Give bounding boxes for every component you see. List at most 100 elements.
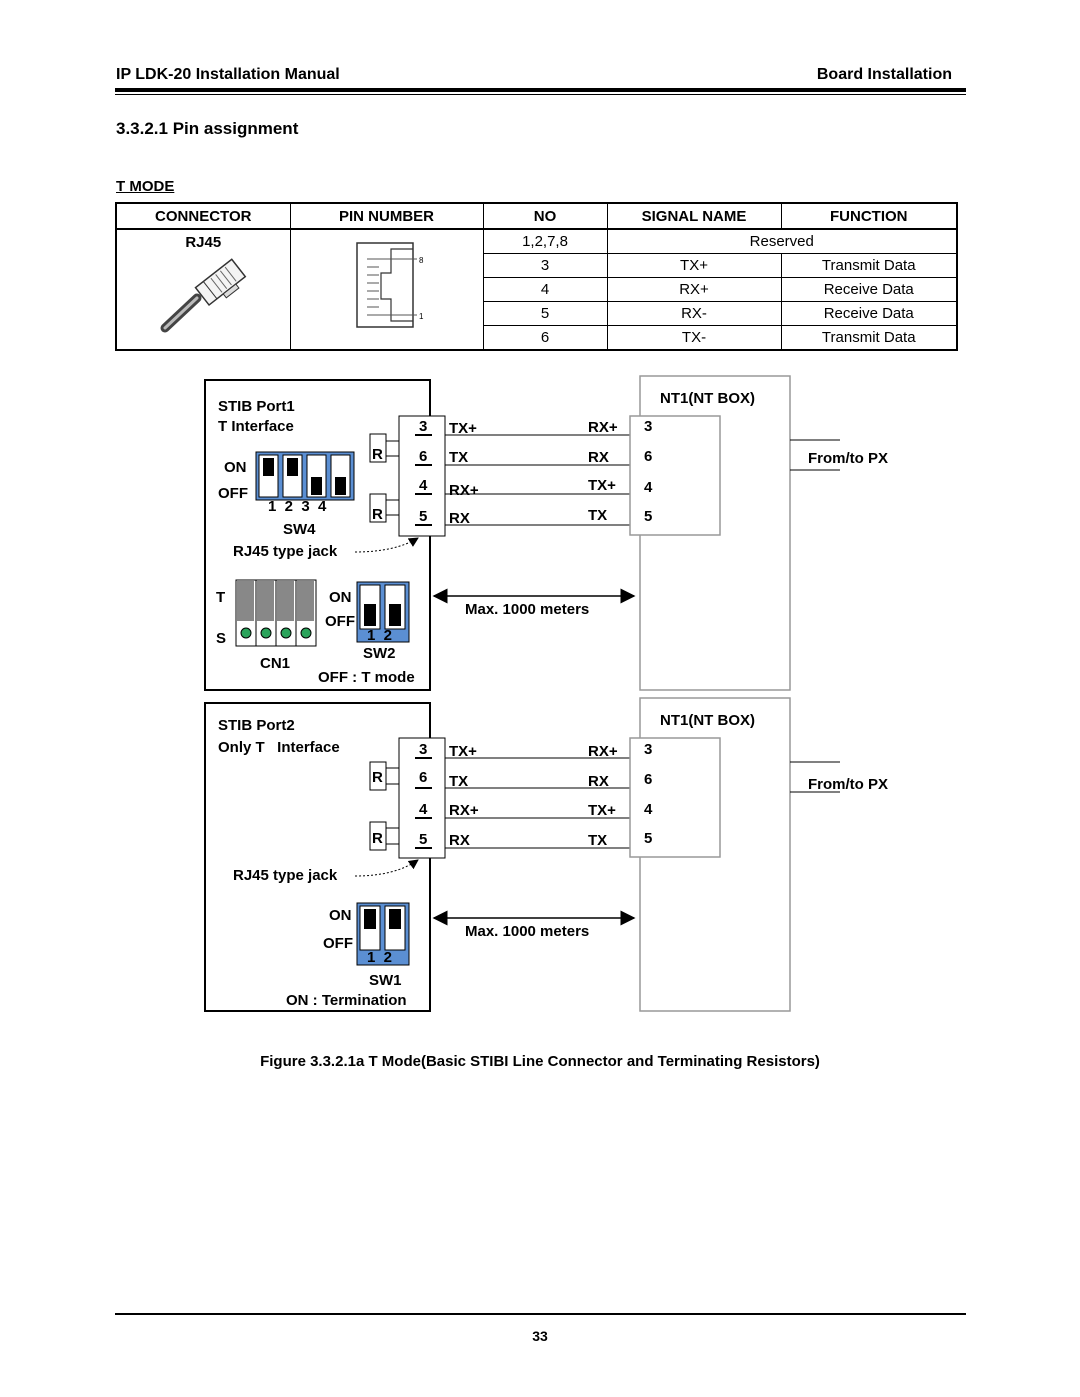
nt2-signal-rxp: RX+	[588, 743, 618, 760]
nt2-signal-txn: TX	[588, 832, 607, 849]
reserved-signal: Reserved	[606, 228, 958, 254]
port1-jack	[398, 415, 446, 537]
sw1-label: SW1	[369, 972, 402, 989]
pin-assignment-table: CONNECTOR PIN NUMBER NO SIGNAL NAME FUNC…	[115, 202, 958, 351]
table-row: 4 RX+ Receive Data	[116, 277, 958, 302]
header-section: Board Installation	[816, 66, 952, 83]
nt2-pin-6: 6	[644, 771, 652, 788]
nt1-pin-5: 5	[644, 508, 652, 525]
rj45-plug-icon	[160, 258, 247, 333]
nt-jack-1	[629, 415, 721, 536]
pin-number-cell: 8 1	[289, 228, 484, 351]
port1-pin-3: 3	[419, 418, 427, 435]
sw1-off-label: OFF	[323, 935, 353, 952]
row-no: 5	[482, 301, 608, 326]
port2-pin-5: 5	[419, 831, 427, 848]
port1-signal-txp: TX+	[449, 420, 477, 437]
col-connector: CONNECTOR	[115, 202, 291, 230]
nt1-signal-rxn: RX	[588, 449, 609, 466]
resistor-label: R	[372, 830, 383, 847]
pin-mark-8: 8	[419, 256, 424, 265]
nt1-pin-3: 3	[644, 418, 652, 435]
port2-subtitle: Only T Interface	[218, 739, 340, 756]
row-function: Transmit Data	[780, 325, 958, 351]
mode-label: T MODE	[116, 178, 175, 195]
port1-pin-4: 4	[419, 477, 428, 494]
from-px-1: From/to PX	[808, 450, 888, 467]
sw2-numbers: 1 2	[367, 627, 392, 644]
resistor-label: R	[372, 446, 383, 463]
table-row: 6 TX- Transmit Data	[116, 325, 958, 351]
header-rule-thin	[115, 94, 966, 95]
nt2-pin-4: 4	[644, 801, 653, 818]
row-signal: TX-	[606, 325, 782, 351]
port2-signal-rxn: RX	[449, 832, 470, 849]
col-pin-number: PIN NUMBER	[289, 202, 484, 230]
header-title: IP LDK-20 Installation Manual	[116, 66, 340, 83]
nt-box-1-label: NT1(NT BOX)	[660, 390, 755, 407]
pin-mark-1: 1	[419, 312, 424, 321]
sw4-off-label: OFF	[218, 485, 248, 502]
table-row: 5 RX- Receive Data	[116, 301, 958, 326]
resistor-label: R	[372, 506, 383, 523]
resistor-2	[369, 493, 387, 523]
nt2-signal-rxn: RX	[588, 773, 609, 790]
nt-box-2-label: NT1(NT BOX)	[660, 712, 755, 729]
section-title: 3.3.2.1 Pin assignment	[116, 119, 299, 138]
port2-pin-6: 6	[419, 769, 427, 786]
port1-title: STIB Port1	[218, 398, 295, 415]
sw1-on-label: ON	[329, 907, 352, 924]
row-signal: TX+	[606, 253, 782, 278]
cn1-t-label: T	[216, 589, 225, 606]
port1-signal-rxn: RX	[449, 510, 470, 527]
page-number: 33	[532, 1328, 548, 1344]
port1-pin-5: 5	[419, 508, 427, 525]
col-function: FUNCTION	[780, 202, 958, 230]
distance-2: Max. 1000 meters	[465, 923, 589, 940]
resistor-label: R	[372, 769, 383, 786]
sw4-on-label: ON	[224, 459, 247, 476]
sw4-label: SW4	[283, 521, 316, 538]
port2-pin-4: 4	[419, 801, 428, 818]
row-signal: RX+	[606, 277, 782, 302]
sw2-on-label: ON	[329, 589, 352, 606]
port1-mode-note: OFF : T mode	[318, 669, 415, 686]
header-rule	[115, 88, 966, 92]
row-no: 4	[482, 277, 608, 302]
row-no: 6	[482, 325, 608, 351]
nt2-signal-txp: TX+	[588, 802, 616, 819]
row-function: Receive Data	[780, 277, 958, 302]
port1-pin-6: 6	[419, 448, 427, 465]
nt2-pin-3: 3	[644, 741, 652, 758]
port1-subtitle: T Interface	[218, 418, 294, 435]
port1-rj45-label: RJ45 type jack	[233, 543, 338, 560]
table-header-row: CONNECTOR PIN NUMBER NO SIGNAL NAME FUNC…	[115, 202, 958, 230]
nt1-signal-txn: TX	[588, 507, 607, 524]
nt1-pin-6: 6	[644, 448, 652, 465]
resistor-4	[369, 821, 387, 851]
reserved-no: 1,2,7,8	[482, 228, 608, 254]
port2-signal-txn: TX	[449, 773, 468, 790]
rj45-jack-pinout-icon: 8 1	[355, 242, 424, 328]
resistor-3	[369, 761, 387, 791]
col-no: NO	[482, 202, 608, 230]
connector-name: RJ45	[185, 234, 222, 251]
port2-termination: ON : Termination	[286, 992, 407, 1009]
wiring-diagram: STIB Port1 T Interface ON OFF 1 2 3 4 SW…	[204, 375, 888, 1012]
port1-signal-txn: TX	[449, 449, 468, 466]
from-px-2: From/to PX	[808, 776, 888, 793]
cn1-label: CN1	[260, 655, 290, 672]
port2-title: STIB Port2	[218, 717, 295, 734]
sw2-label: SW2	[363, 645, 396, 662]
row-function: Receive Data	[780, 301, 958, 326]
nt1-signal-txp: TX+	[588, 477, 616, 494]
sw2-off-label: OFF	[325, 613, 355, 630]
nt2-pin-5: 5	[644, 830, 652, 847]
table-row: RJ45	[115, 228, 958, 351]
row-function: Transmit Data	[780, 253, 958, 278]
row-signal: RX-	[606, 301, 782, 326]
port2-pin-3: 3	[419, 741, 427, 758]
col-signal-name: SIGNAL NAME	[606, 202, 782, 230]
distance-1: Max. 1000 meters	[465, 601, 589, 618]
cn1-s-label: S	[216, 630, 226, 647]
